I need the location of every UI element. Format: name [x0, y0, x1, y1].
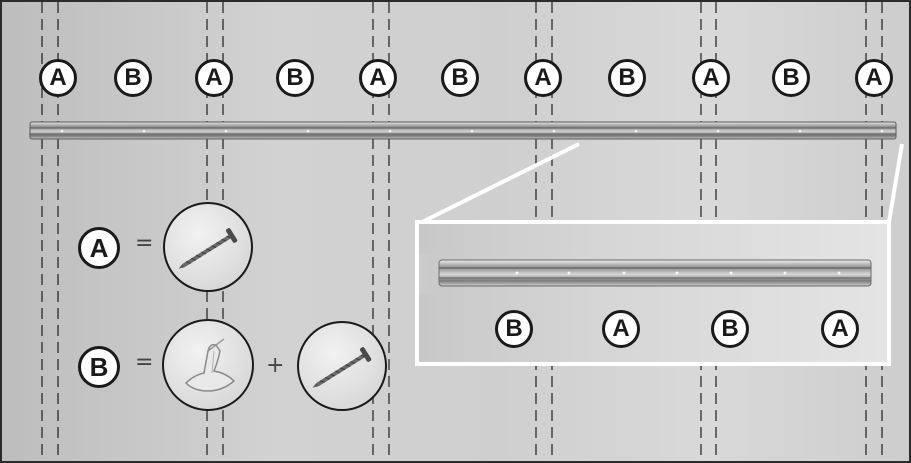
rail-hole: [470, 129, 474, 133]
rail: [29, 121, 897, 140]
legend-a-letter: A: [78, 227, 120, 269]
inset-label-3: B: [711, 310, 749, 348]
inset-label-4: A: [821, 310, 859, 348]
rail-hole: [716, 129, 720, 133]
zoom-connector: [887, 143, 904, 223]
legend-a-equals: =: [135, 231, 154, 256]
inset-label-1: B: [495, 310, 533, 348]
top-label-9: A: [692, 59, 730, 97]
legend-b-plus: +: [266, 353, 285, 378]
rail-hole: [306, 129, 310, 133]
zoom-connector: [421, 142, 580, 224]
wall-anchor-icon: [162, 319, 254, 411]
rail-hole: [634, 129, 638, 133]
top-label-5: A: [359, 59, 397, 97]
rail-hole: [388, 129, 392, 133]
top-label-2: B: [114, 59, 152, 97]
rail-hole: [880, 129, 884, 133]
rail-hole: [142, 129, 146, 133]
inset-label-2: A: [602, 310, 640, 348]
top-label-1: A: [39, 59, 77, 97]
inset-rail: [419, 254, 872, 294]
inset-zoom-panel: B A B A: [415, 220, 891, 366]
top-label-11: A: [855, 59, 893, 97]
top-label-7: A: [524, 59, 562, 97]
rail-hole: [224, 129, 228, 133]
top-label-3: A: [195, 59, 233, 97]
top-label-6: B: [441, 59, 479, 97]
legend-b-letter: B: [78, 346, 120, 388]
top-label-8: B: [608, 59, 646, 97]
rail-hole: [60, 129, 64, 133]
legend-b-equals: =: [135, 350, 154, 375]
rail-hole: [552, 129, 556, 133]
screw-icon: [163, 202, 253, 292]
top-label-10: B: [772, 59, 810, 97]
top-label-4: B: [276, 59, 314, 97]
screw-icon-b: [297, 321, 387, 411]
rail-hole: [798, 129, 802, 133]
